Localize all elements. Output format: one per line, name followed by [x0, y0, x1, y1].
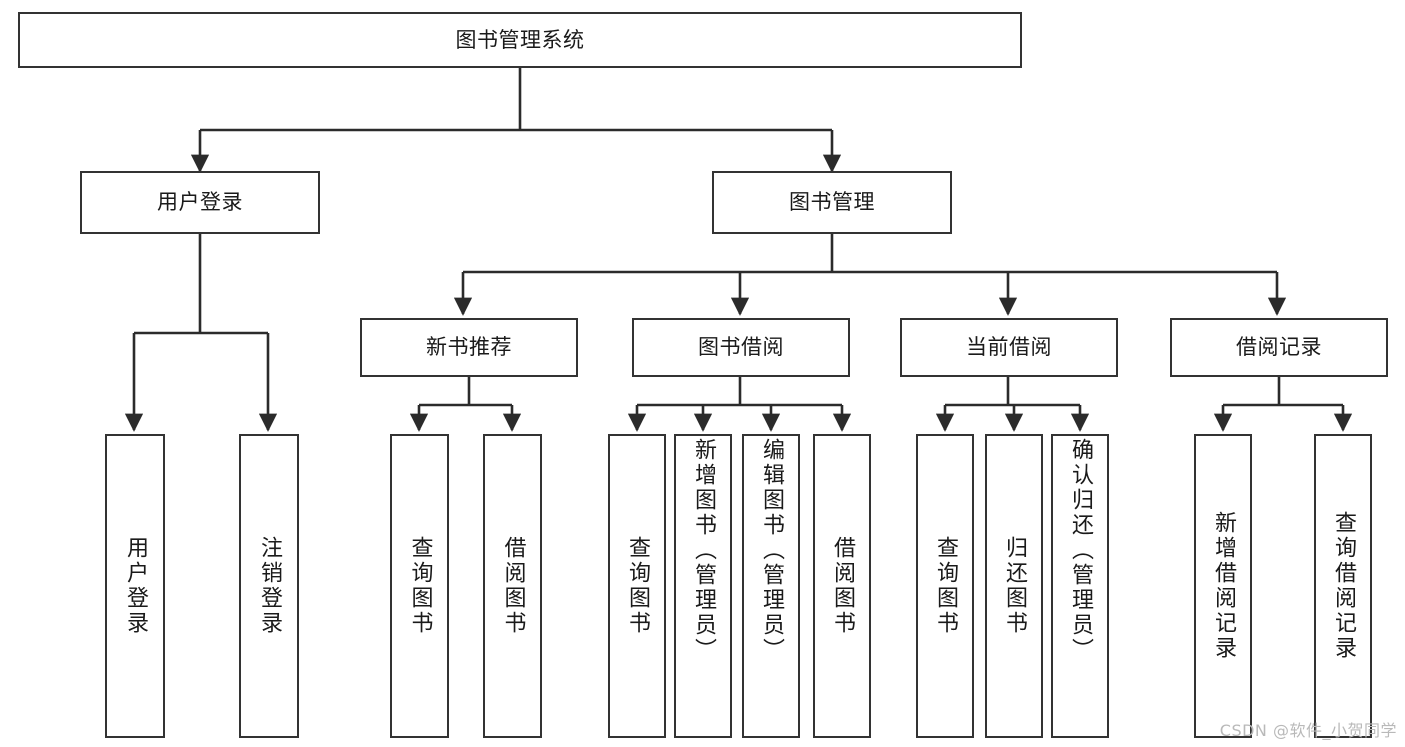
node-leaf-borrow-book-2[interactable]: 借阅图书: [813, 434, 871, 738]
node-leaf-return-book-label: 归还图书: [1002, 536, 1027, 636]
node-leaf-query-book-3[interactable]: 查询图书: [916, 434, 974, 738]
node-leaf-query-book-1[interactable]: 查询图书: [390, 434, 449, 738]
node-leaf-logout[interactable]: 注销登录: [239, 434, 299, 738]
watermark: CSDN @软件_小贺同学: [1219, 721, 1397, 740]
node-leaf-query-record-label: 查询借阅记录: [1331, 511, 1356, 661]
node-borrow-record[interactable]: 借阅记录: [1170, 318, 1388, 377]
node-borrow-record-label: 借阅记录: [1236, 335, 1322, 360]
node-leaf-query-book-3-label: 查询图书: [933, 536, 958, 636]
node-current-borrow-label: 当前借阅: [966, 335, 1052, 360]
node-new-book-rec-label: 新书推荐: [426, 335, 512, 360]
node-book-borrow[interactable]: 图书借阅: [632, 318, 850, 377]
node-leaf-add-record[interactable]: 新增借阅记录: [1194, 434, 1252, 738]
node-leaf-user-login[interactable]: 用户登录: [105, 434, 165, 738]
node-new-book-rec[interactable]: 新书推荐: [360, 318, 578, 377]
node-user-login-label: 用户登录: [157, 190, 243, 215]
node-root-label: 图书管理系统: [455, 27, 585, 52]
node-book-manage[interactable]: 图书管理: [712, 171, 952, 234]
node-leaf-return-book[interactable]: 归还图书: [985, 434, 1043, 738]
node-leaf-borrow-book-1[interactable]: 借阅图书: [483, 434, 542, 738]
node-leaf-confirm-return-label: 确认归还（管理员）: [1068, 438, 1093, 663]
node-leaf-add-book[interactable]: 新增图书（管理员）: [674, 434, 732, 738]
node-current-borrow[interactable]: 当前借阅: [900, 318, 1118, 377]
node-leaf-query-book-1-label: 查询图书: [407, 536, 433, 636]
node-leaf-query-book-2[interactable]: 查询图书: [608, 434, 666, 738]
node-leaf-confirm-return[interactable]: 确认归还（管理员）: [1051, 434, 1109, 738]
node-leaf-borrow-book-1-label: 借阅图书: [500, 536, 526, 636]
node-leaf-edit-book-label: 编辑图书（管理员）: [759, 438, 784, 663]
node-leaf-query-record[interactable]: 查询借阅记录: [1314, 434, 1372, 738]
node-user-login[interactable]: 用户登录: [80, 171, 320, 234]
node-leaf-borrow-book-2-label: 借阅图书: [830, 536, 855, 636]
node-leaf-query-book-2-label: 查询图书: [625, 536, 650, 636]
node-leaf-logout-label: 注销登录: [257, 536, 282, 636]
node-root[interactable]: 图书管理系统: [18, 12, 1022, 68]
node-leaf-add-record-label: 新增借阅记录: [1211, 511, 1236, 661]
node-leaf-add-book-label: 新增图书（管理员）: [691, 438, 716, 663]
node-leaf-edit-book[interactable]: 编辑图书（管理员）: [742, 434, 800, 738]
node-book-borrow-label: 图书借阅: [698, 335, 784, 360]
node-leaf-user-login-label: 用户登录: [123, 536, 148, 636]
node-book-manage-label: 图书管理: [789, 190, 875, 215]
